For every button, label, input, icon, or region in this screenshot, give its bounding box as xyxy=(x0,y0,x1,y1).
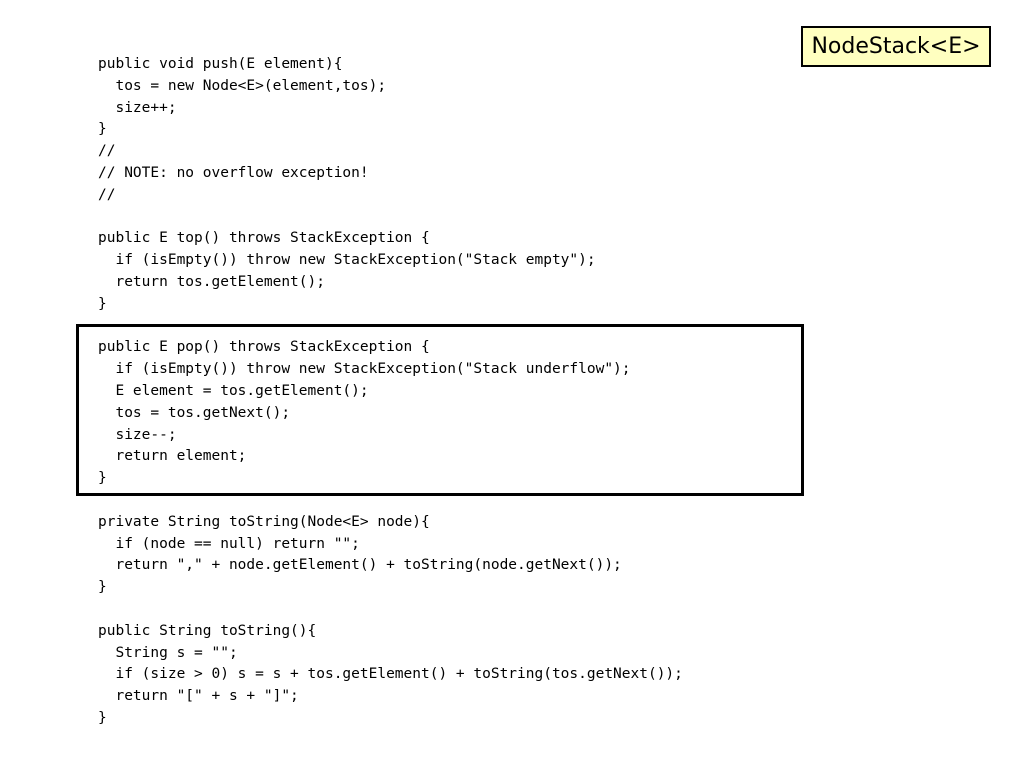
code-line: size++; xyxy=(98,99,177,116)
code-line-highlighted: public E pop() throws StackException { xyxy=(98,339,430,356)
code-line-highlighted: E element = tos.getElement(); xyxy=(98,382,369,399)
code-blank-line xyxy=(98,599,683,621)
code-line: tos = new Node<E>(element,tos); xyxy=(98,77,387,94)
code-comment: // xyxy=(98,143,116,160)
code-line: if (size > 0) s = s + tos.getElement() +… xyxy=(98,666,683,683)
code-line: if (node == null) return ""; xyxy=(98,535,360,552)
code-line: } xyxy=(98,709,107,726)
code-blank-line xyxy=(98,207,683,229)
code-line: return "[" + s + "]"; xyxy=(98,688,299,705)
code-line-highlighted: size--; xyxy=(98,426,177,443)
code-line-highlighted: } xyxy=(98,470,107,487)
code-line: if (isEmpty()) throw new StackException(… xyxy=(98,252,596,269)
code-line: } xyxy=(98,121,107,138)
code-line: } xyxy=(98,579,107,596)
code-line: String s = ""; xyxy=(98,644,238,661)
slide-title: NodeStack<E> xyxy=(801,26,991,67)
code-line-highlighted: tos = tos.getNext(); xyxy=(98,404,291,421)
code-line: private String toString(Node<E> node){ xyxy=(98,513,430,530)
code-comment: // xyxy=(98,186,116,203)
code-listing: public void push(E element){ tos = new N… xyxy=(98,54,683,730)
code-line: } xyxy=(98,295,107,312)
code-line: public E top() throws StackException { xyxy=(98,230,430,247)
code-blank-line xyxy=(98,490,683,512)
code-line-highlighted: if (isEmpty()) throw new StackException(… xyxy=(98,361,631,378)
code-line: return tos.getElement(); xyxy=(98,273,325,290)
code-line: return "," + node.getElement() + toStrin… xyxy=(98,557,622,574)
code-blank-line xyxy=(98,316,683,338)
code-line: public String toString(){ xyxy=(98,622,317,639)
code-comment: // NOTE: no overflow exception! xyxy=(98,164,369,181)
code-line-highlighted: return element; xyxy=(98,448,247,465)
code-line: public void push(E element){ xyxy=(98,56,343,72)
